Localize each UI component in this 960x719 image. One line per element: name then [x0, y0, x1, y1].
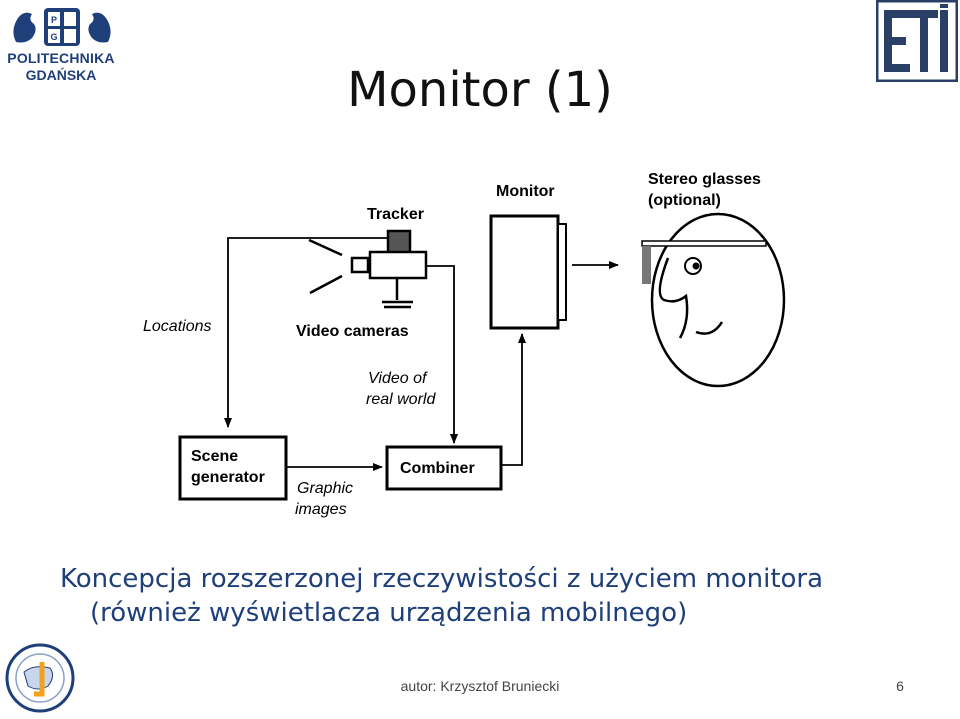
scene-generator-box: [178, 435, 288, 501]
svg-text:P: P: [51, 15, 57, 25]
monitor-device: [489, 214, 567, 330]
stereo-glasses-label-line1: Stereo glasses: [648, 171, 761, 188]
faculty-logo: [875, 0, 959, 83]
graphic-images-label-line2: images: [295, 501, 347, 518]
caption-line1: Koncepcja rozszerzonej rzeczywistości z …: [60, 564, 824, 594]
video-cameras-label: Video cameras: [296, 323, 409, 340]
department-logo: [4, 642, 76, 714]
video-of-real-world-label-line2: real world: [366, 391, 436, 408]
university-logo: P G: [2, 2, 122, 84]
ar-monitor-diagram: Tracker Monitor Stereo glasses (optional…: [143, 171, 786, 518]
monitor-label: Monitor: [496, 183, 555, 200]
page-number: 6: [896, 678, 904, 694]
scene-generator-label-line2: generator: [191, 469, 265, 486]
slide-title: Monitor (1): [347, 62, 613, 118]
footer-author: autor: Krzysztof Bruniecki: [400, 678, 560, 694]
caption-line2: (również wyświetlacza urządzenia mobilne…: [90, 598, 688, 628]
viewer-head: [641, 212, 786, 388]
svg-text:G: G: [50, 32, 57, 42]
university-name-line2: GDAŃSKA: [25, 67, 97, 83]
university-name-line1: POLITECHNIKA: [7, 50, 115, 66]
combiner-label: Combiner: [400, 460, 475, 477]
locations-label: Locations: [143, 318, 212, 335]
stereo-glasses-label-line2: (optional): [648, 192, 721, 209]
tracker-camera: [350, 229, 428, 309]
graphic-images-label-line1: Graphic: [297, 480, 353, 497]
tracker-label: Tracker: [367, 206, 424, 223]
video-of-real-world-label-line1: Video of: [368, 370, 428, 387]
scene-generator-label-line1: Scene: [191, 448, 238, 465]
combiner-box: [385, 445, 503, 491]
